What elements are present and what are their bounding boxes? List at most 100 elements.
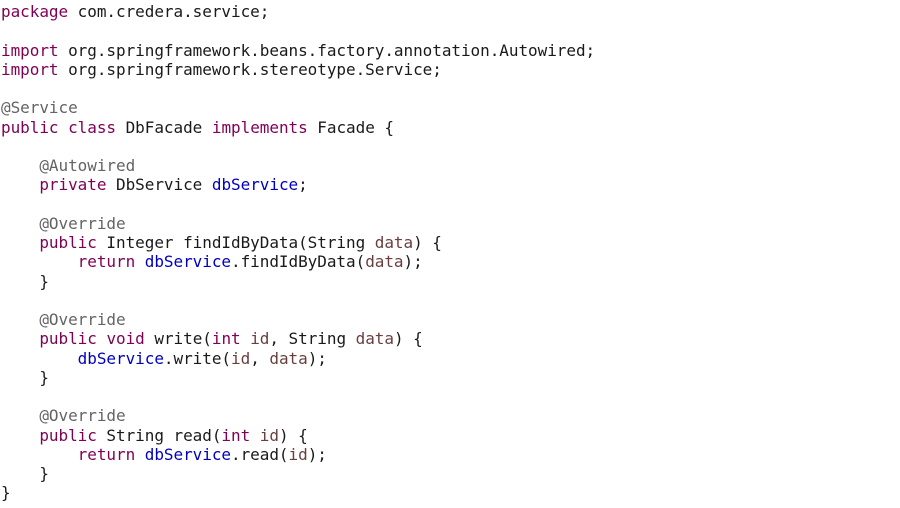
code-token <box>59 118 69 137</box>
code-line[interactable]: public String read(int id) { <box>1 426 896 445</box>
code-token: .findIdByData( <box>231 252 366 272</box>
parameter-token: id <box>259 425 279 445</box>
field-token: dbService <box>144 252 232 272</box>
parameter-token: id <box>288 444 308 464</box>
parameter-token: id <box>250 329 270 349</box>
parameter-token: data <box>355 329 394 349</box>
code-line[interactable]: ​ <box>1 21 896 40</box>
code-token: ); <box>403 252 423 272</box>
code-token: Facade { <box>307 117 394 137</box>
code-token: ) { <box>278 425 308 445</box>
code-token <box>1 406 39 425</box>
code-line[interactable]: @Override <box>1 406 896 425</box>
code-line[interactable]: ​ <box>1 79 896 98</box>
code-token: ; <box>298 175 308 195</box>
code-line[interactable]: @Override <box>1 310 896 329</box>
code-token <box>1 156 39 175</box>
keyword-token: package <box>1 2 69 21</box>
code-token <box>1 252 78 271</box>
code-line[interactable]: @Service <box>1 98 896 117</box>
code-token <box>1 214 39 233</box>
code-token: ); <box>307 444 327 464</box>
code-token <box>1 310 39 329</box>
keyword-token: return <box>77 252 136 272</box>
code-token: DbFacade <box>116 117 212 137</box>
keyword-token: class <box>68 117 117 137</box>
keyword-token: private <box>39 175 107 195</box>
code-token: org.springframework.stereotype.Service; <box>58 59 442 79</box>
keyword-token: public <box>39 425 97 445</box>
code-token <box>1 349 78 368</box>
code-line[interactable]: import org.springframework.beans.factory… <box>1 41 896 60</box>
code-token: } <box>1 483 11 503</box>
code-line[interactable]: return dbService.findIdByData(data); <box>1 252 896 271</box>
code-token: , <box>250 348 270 368</box>
code-token: DbService <box>106 175 212 195</box>
code-token: ) { <box>413 233 442 252</box>
field-token: dbService <box>144 444 232 464</box>
code-token: , String <box>269 329 356 349</box>
code-token <box>1 426 39 445</box>
code-token <box>241 329 251 348</box>
code-line[interactable]: private DbService dbService; <box>1 175 896 194</box>
code-token <box>250 426 260 445</box>
code-line[interactable]: public void write(int id, String data) { <box>1 329 896 348</box>
parameter-token: data <box>374 233 414 252</box>
code-token: String read( <box>96 425 222 445</box>
code-line[interactable]: dbService.write(id, data); <box>1 349 896 368</box>
keyword-token: int <box>211 329 241 349</box>
code-token: ) { <box>393 329 423 349</box>
code-line[interactable]: } <box>1 483 896 502</box>
field-token: dbService <box>77 348 164 368</box>
keyword-token: return <box>77 444 136 464</box>
code-line[interactable]: @Override <box>1 214 896 233</box>
code-token <box>1 445 78 464</box>
keyword-token: public <box>39 329 97 349</box>
code-token <box>135 445 145 464</box>
code-line[interactable]: @Autowired <box>1 156 896 175</box>
code-token: Integer findIdByData(String <box>96 233 375 252</box>
keyword-token: import <box>1 40 59 60</box>
code-line[interactable]: ​ <box>1 195 896 214</box>
code-token: .write( <box>163 348 232 368</box>
code-line[interactable]: ​ <box>1 387 896 406</box>
code-token <box>1 175 39 194</box>
code-line[interactable]: public class DbFacade implements Facade … <box>1 118 896 137</box>
code-line[interactable]: return dbService.read(id); <box>1 445 896 464</box>
code-line[interactable]: } <box>1 368 896 387</box>
code-token: write( <box>144 329 212 349</box>
code-line[interactable]: ​ <box>1 291 896 310</box>
keyword-token: public <box>39 233 97 252</box>
code-line[interactable]: } <box>1 272 896 291</box>
annotation-token: @Autowired <box>39 156 136 175</box>
code-line[interactable]: import org.springframework.stereotype.Se… <box>1 60 896 79</box>
keyword-token: import <box>1 59 59 79</box>
code-token <box>1 329 39 348</box>
parameter-token: data <box>365 252 404 272</box>
code-token <box>135 252 145 271</box>
code-token: ); <box>307 348 327 368</box>
code-token: org.springframework.beans.factory.annota… <box>58 40 596 60</box>
parameter-token: data <box>269 348 308 368</box>
keyword-token: int <box>221 425 251 445</box>
code-token: } <box>1 271 49 291</box>
parameter-token: id <box>231 348 251 368</box>
code-token: } <box>1 464 49 483</box>
code-token <box>1 233 39 252</box>
code-line[interactable]: } <box>1 464 896 483</box>
keyword-token: implements <box>211 117 308 137</box>
code-token <box>97 329 107 348</box>
code-token: .read( <box>231 444 289 464</box>
code-token: com.credera.service; <box>68 2 270 21</box>
annotation-token: @Service <box>1 98 78 118</box>
keyword-token: public <box>1 117 59 137</box>
code-line[interactable]: package com.credera.service; <box>1 2 896 21</box>
annotation-token: @Override <box>39 406 126 426</box>
code-line[interactable]: public Integer findIdByData(String data)… <box>1 233 896 252</box>
annotation-token: @Override <box>39 310 126 329</box>
field-token: dbService <box>211 175 299 195</box>
annotation-token: @Override <box>39 213 126 233</box>
code-line[interactable]: ​ <box>1 137 896 156</box>
code-token: } <box>1 367 49 387</box>
